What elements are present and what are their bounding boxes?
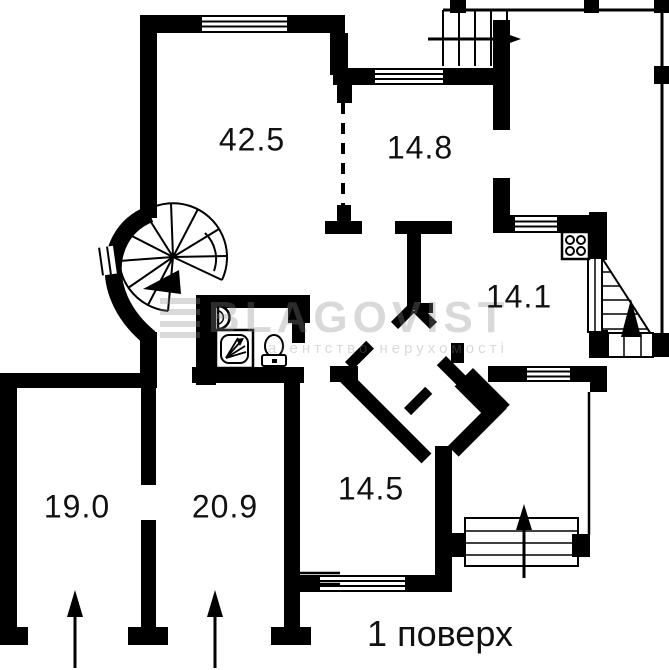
room-label-bottom-left: 19.0 <box>43 488 111 525</box>
window-icon <box>527 368 570 380</box>
room-label-kitchen: 14.1 <box>485 278 553 315</box>
direction-arrow-icon <box>621 299 641 337</box>
window-icon <box>94 245 117 277</box>
room-label-living: 42.5 <box>218 121 286 158</box>
room-label-hall: 14.5 <box>337 470 405 507</box>
exterior-stairs-icon <box>587 254 660 358</box>
window-icon <box>300 571 340 586</box>
sink-icon <box>216 304 231 331</box>
direction-arrow-icon <box>207 590 223 617</box>
floor-title: 1 поверх <box>367 613 513 654</box>
step-end-blocks <box>440 533 590 557</box>
direction-arrow-icon <box>67 590 83 617</box>
entrance-arrows <box>67 590 223 668</box>
window-icon <box>515 217 557 231</box>
room-label-bottom-middle: 20.9 <box>191 488 259 525</box>
stove-burners-icon <box>560 230 591 261</box>
terrace-outline <box>443 8 664 535</box>
staircase-icon <box>428 10 521 66</box>
window-icon <box>375 70 443 83</box>
windows <box>94 17 570 590</box>
direction-arrow-icon <box>516 504 532 530</box>
entrance-steps-icon <box>464 504 579 578</box>
shower-icon <box>214 328 255 370</box>
spiral-staircase-icon <box>118 202 229 312</box>
direction-arrow-icon <box>143 270 181 294</box>
toilet-icon <box>261 334 287 367</box>
room-label-top-right: 14.8 <box>386 129 454 166</box>
window-icon <box>202 17 287 31</box>
window-icon <box>320 577 405 590</box>
direction-arrow-icon <box>496 30 521 48</box>
